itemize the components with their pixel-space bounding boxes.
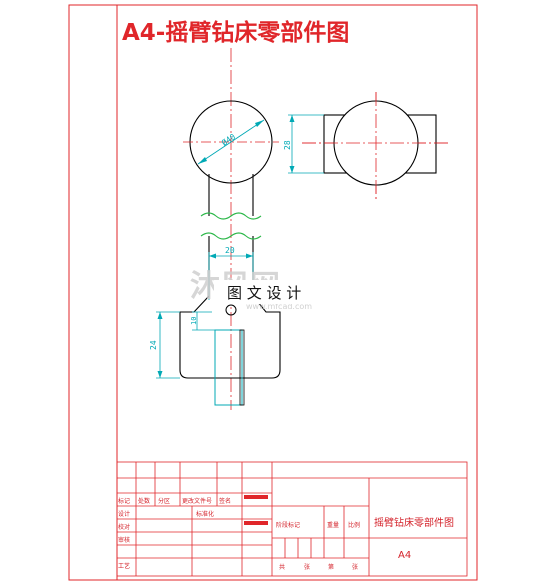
tb-label-weight: 重量 [327, 521, 339, 529]
watermark-caption: 图 文 设 计 [227, 284, 301, 302]
tb-label-stage-mark: 阶段标记 [276, 521, 300, 529]
break-line-upper [200, 212, 262, 220]
lower-body-outline [179, 295, 281, 379]
tb-label-standardize: 标准化 [196, 510, 214, 518]
title-block [116, 461, 468, 577]
diameter-arrow-1 [198, 157, 207, 164]
tb-label-mark: 标记 [118, 497, 130, 505]
tb-label-design: 设计 [118, 510, 130, 518]
tb-label-change-doc: 更改文件号 [182, 497, 212, 505]
small-dim-text: 10 [190, 317, 198, 325]
watermark-caption-bg [214, 280, 330, 304]
lower-dim-arrow-top [157, 312, 163, 319]
drawing-title: A4-摇臂钻床零部件图 [122, 19, 349, 46]
diameter-arrow-2 [255, 120, 264, 127]
front-view: Ø40 20 24 10 [149, 48, 281, 410]
width-arrow-right [246, 253, 253, 259]
tb-label-audit: 审核 [118, 536, 130, 544]
side-dim-arrow-top [289, 115, 295, 122]
tb-label-page: 第 [328, 563, 334, 571]
tb-label-sheet-unit-1: 张 [304, 563, 310, 571]
side-dim-arrow-bottom [289, 166, 295, 173]
tb-label-scale: 比例 [348, 521, 360, 529]
tb-sheet-size: A4 [398, 550, 411, 561]
side-view: 28 [283, 92, 448, 200]
tb-label-signature: 签名 [219, 497, 231, 505]
lower-dim-text: 24 [149, 340, 158, 350]
tb-label-total: 共 [279, 563, 285, 571]
tb-label-zone: 分区 [158, 497, 170, 505]
width-dim-text: 20 [225, 246, 235, 255]
inner-rect-edge [239, 329, 245, 406]
diameter-dim-text: Ø40 [220, 131, 238, 147]
inner-rect [214, 329, 243, 406]
tb-drawing-name: 摇臂钻床零部件图 [374, 516, 454, 529]
side-dim-text: 28 [283, 140, 292, 150]
lower-dim-arrow-bottom [157, 371, 163, 378]
tb-label-count: 处数 [138, 497, 150, 505]
tb-label-process: 工艺 [118, 562, 130, 570]
tb-label-check: 校对 [118, 523, 130, 531]
inner-frame [116, 4, 478, 581]
neck-hole [225, 304, 237, 316]
break-line-lower [200, 232, 262, 240]
diameter-dim-line [197, 119, 265, 165]
watermark-domain: www.mfcad.com [246, 302, 312, 311]
tb-label-sheet-unit-2: 张 [352, 563, 358, 571]
width-arrow-left [209, 253, 216, 259]
